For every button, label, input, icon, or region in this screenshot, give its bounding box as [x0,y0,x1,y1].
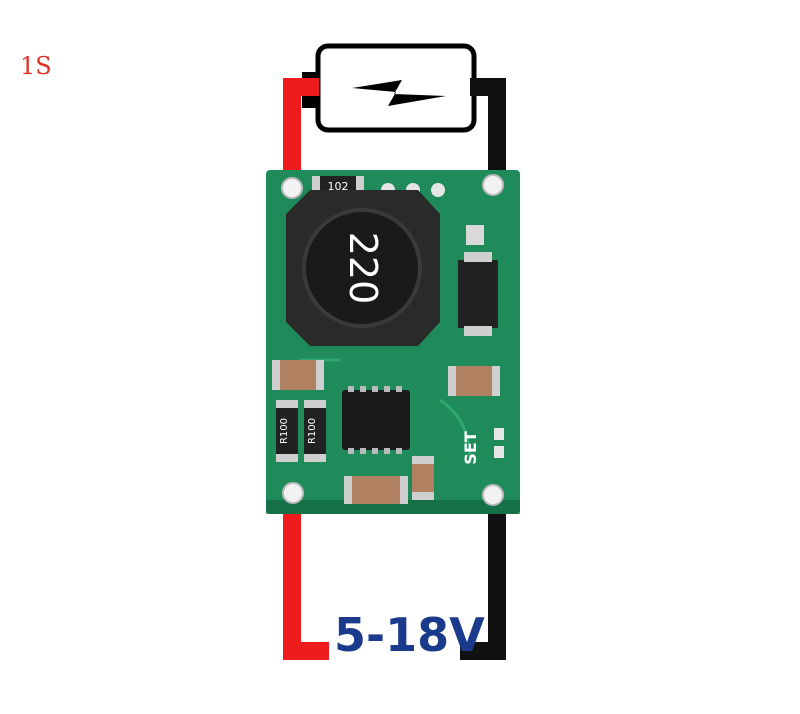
negative-wire [460,78,506,660]
positive-wire [283,78,329,660]
capacitor-right [448,366,500,396]
set-jumper: SET [461,428,504,465]
ic-chip [342,386,410,454]
set-label: SET [461,431,480,464]
battery-icon [302,43,477,133]
smd-component-102: 102 [312,176,364,194]
resistor-right: R100 [304,400,326,462]
capacitor-small [412,456,434,500]
inductor: 220 [286,190,440,346]
lightning-bolt-icon [352,80,446,106]
resistor-marking-right: R100 [307,418,318,444]
cell-count-label: 1S [20,52,52,80]
smd-marking: 102 [328,180,349,193]
inductor-marking: 220 [341,232,385,305]
output-voltage-label: 5-18V [334,608,485,662]
resistor-left: R100 [276,400,298,462]
capacitor-bottom [344,476,408,504]
resistor-marking-left: R100 [279,418,290,444]
capacitor-left [272,360,324,390]
diode [458,252,498,336]
